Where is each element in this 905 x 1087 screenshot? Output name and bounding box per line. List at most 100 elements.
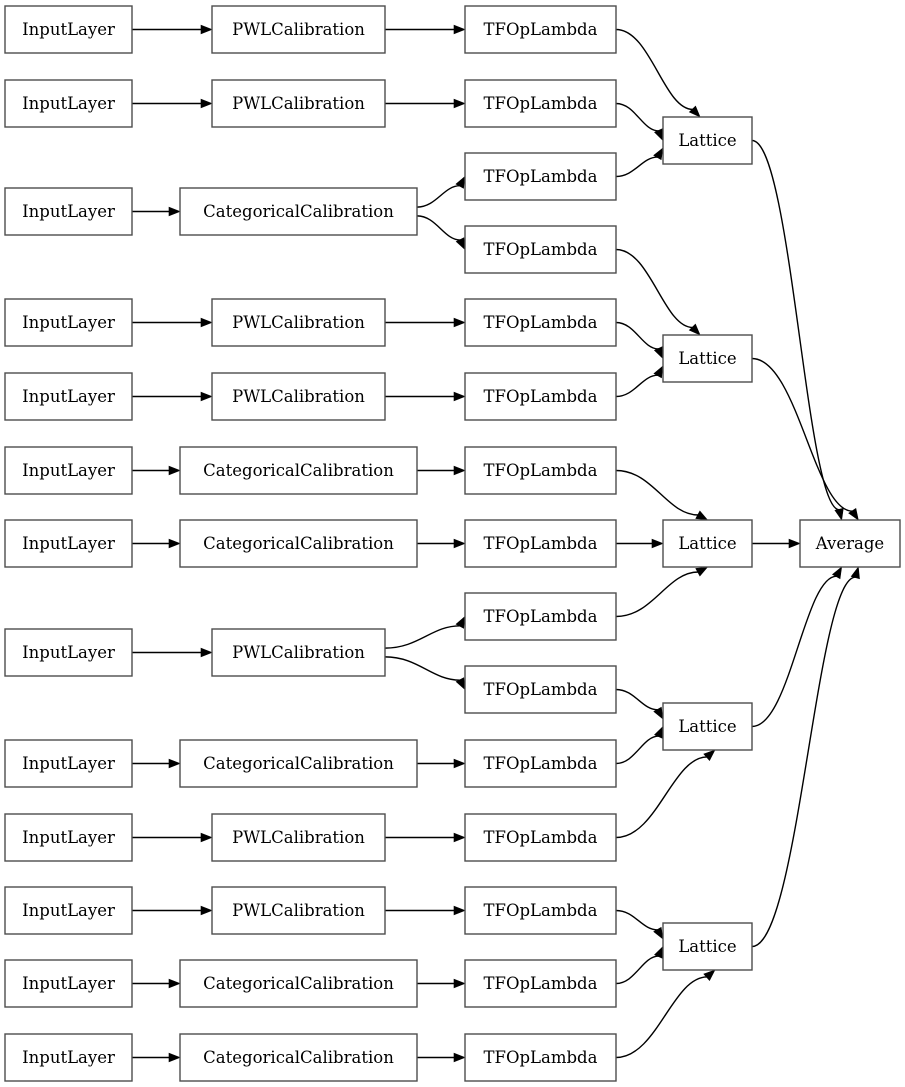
node-lam1[interactable]: TFOpLambda	[464, 5, 617, 54]
node-box-in11[interactable]	[4, 886, 133, 935]
node-box-in2[interactable]	[4, 79, 133, 128]
node-box-lat3[interactable]	[662, 519, 753, 568]
node-box-lat4[interactable]	[662, 702, 753, 751]
node-box-lam14[interactable]	[464, 959, 617, 1008]
node-box-lam5[interactable]	[464, 298, 617, 347]
node-box-lam12[interactable]	[464, 813, 617, 862]
node-box-in4[interactable]	[4, 298, 133, 347]
node-box-avg[interactable]	[799, 519, 901, 568]
node-lam7[interactable]: TFOpLambda	[464, 446, 617, 495]
node-cal12[interactable]: CategoricalCalibration	[179, 959, 418, 1008]
node-box-cal3[interactable]	[179, 187, 418, 236]
node-lam3[interactable]: TFOpLambda	[464, 152, 617, 201]
node-cal9[interactable]: CategoricalCalibration	[179, 739, 418, 788]
node-box-in3[interactable]	[4, 187, 133, 236]
node-in5[interactable]: InputLayer	[4, 372, 133, 421]
node-lam9[interactable]: TFOpLambda	[464, 592, 617, 641]
node-box-in6[interactable]	[4, 446, 133, 495]
node-box-in8[interactable]	[4, 628, 133, 677]
node-lam4[interactable]: TFOpLambda	[464, 225, 617, 274]
node-lam10[interactable]: TFOpLambda	[464, 665, 617, 714]
node-in7[interactable]: InputLayer	[4, 519, 133, 568]
node-in11[interactable]: InputLayer	[4, 886, 133, 935]
node-box-lat2[interactable]	[662, 334, 753, 383]
edge-lam4-to-lat2	[615, 248, 693, 329]
node-box-cal7[interactable]	[179, 519, 418, 568]
node-in12[interactable]: InputLayer	[4, 959, 133, 1008]
node-box-lam2[interactable]	[464, 79, 617, 128]
node-box-lam6[interactable]	[464, 372, 617, 421]
node-in4[interactable]: InputLayer	[4, 298, 133, 347]
node-lam5[interactable]: TFOpLambda	[464, 298, 617, 347]
node-cal2[interactable]: PWLCalibration	[211, 79, 386, 128]
node-cal3[interactable]: CategoricalCalibration	[179, 187, 418, 236]
node-lam8[interactable]: TFOpLambda	[464, 519, 617, 568]
node-cal8[interactable]: PWLCalibration	[211, 628, 386, 677]
node-box-lam11[interactable]	[464, 739, 617, 788]
node-box-in13[interactable]	[4, 1033, 133, 1082]
node-box-cal4[interactable]	[211, 298, 386, 347]
node-box-cal8[interactable]	[211, 628, 386, 677]
node-cal13[interactable]: CategoricalCalibration	[179, 1033, 418, 1082]
node-box-cal11[interactable]	[211, 886, 386, 935]
node-cal11[interactable]: PWLCalibration	[211, 886, 386, 935]
node-cal1[interactable]: PWLCalibration	[211, 5, 386, 54]
node-box-in1[interactable]	[4, 5, 133, 54]
node-box-cal6[interactable]	[179, 446, 418, 495]
node-box-lam7[interactable]	[464, 446, 617, 495]
node-box-lat1[interactable]	[662, 116, 753, 165]
node-in13[interactable]: InputLayer	[4, 1033, 133, 1082]
arrowhead-lam8-to-lat3	[651, 538, 664, 549]
node-lam14[interactable]: TFOpLambda	[464, 959, 617, 1008]
node-in2[interactable]: InputLayer	[4, 79, 133, 128]
node-box-lam9[interactable]	[464, 592, 617, 641]
node-in6[interactable]: InputLayer	[4, 446, 133, 495]
node-cal7[interactable]: CategoricalCalibration	[179, 519, 418, 568]
node-box-in12[interactable]	[4, 959, 133, 1008]
node-box-lam3[interactable]	[464, 152, 617, 201]
node-box-cal9[interactable]	[179, 739, 418, 788]
node-box-lam8[interactable]	[464, 519, 617, 568]
node-lam2[interactable]: TFOpLambda	[464, 79, 617, 128]
node-box-in5[interactable]	[4, 372, 133, 421]
node-lam11[interactable]: TFOpLambda	[464, 739, 617, 788]
node-lat4[interactable]: Lattice	[662, 702, 753, 751]
node-lat1[interactable]: Lattice	[662, 116, 753, 165]
node-in3[interactable]: InputLayer	[4, 187, 133, 236]
node-in9[interactable]: InputLayer	[4, 739, 133, 788]
node-box-in10[interactable]	[4, 813, 133, 862]
node-box-cal12[interactable]	[179, 959, 418, 1008]
node-box-in7[interactable]	[4, 519, 133, 568]
node-cal6[interactable]: CategoricalCalibration	[179, 446, 418, 495]
node-box-cal13[interactable]	[179, 1033, 418, 1082]
node-in10[interactable]: InputLayer	[4, 813, 133, 862]
node-lam12[interactable]: TFOpLambda	[464, 813, 617, 862]
node-cal10[interactable]: PWLCalibration	[211, 813, 386, 862]
node-in8[interactable]: InputLayer	[4, 628, 133, 677]
node-lat2[interactable]: Lattice	[662, 334, 753, 383]
node-label-lam5: TFOpLambda	[484, 313, 598, 332]
node-label-cal5: PWLCalibration	[232, 387, 365, 406]
node-box-lam15[interactable]	[464, 1033, 617, 1082]
node-lat3[interactable]: Lattice	[662, 519, 753, 568]
node-label-in1: InputLayer	[22, 20, 115, 39]
node-box-cal10[interactable]	[211, 813, 386, 862]
node-lam15[interactable]: TFOpLambda	[464, 1033, 617, 1082]
node-box-cal2[interactable]	[211, 79, 386, 128]
node-cal5[interactable]: PWLCalibration	[211, 372, 386, 421]
node-cal4[interactable]: PWLCalibration	[211, 298, 386, 347]
node-box-lam4[interactable]	[464, 225, 617, 274]
node-in1[interactable]: InputLayer	[4, 5, 133, 54]
node-box-lam1[interactable]	[464, 5, 617, 54]
node-box-lam13[interactable]	[464, 886, 617, 935]
node-lam6[interactable]: TFOpLambda	[464, 372, 617, 421]
arrowhead-lat5-to-avg	[850, 566, 860, 580]
node-box-in9[interactable]	[4, 739, 133, 788]
node-avg[interactable]: Average	[799, 519, 901, 568]
node-box-lam10[interactable]	[464, 665, 617, 714]
node-box-cal1[interactable]	[211, 5, 386, 54]
node-lat5[interactable]: Lattice	[662, 922, 753, 971]
node-box-cal5[interactable]	[211, 372, 386, 421]
node-box-lat5[interactable]	[662, 922, 753, 971]
node-lam13[interactable]: TFOpLambda	[464, 886, 617, 935]
